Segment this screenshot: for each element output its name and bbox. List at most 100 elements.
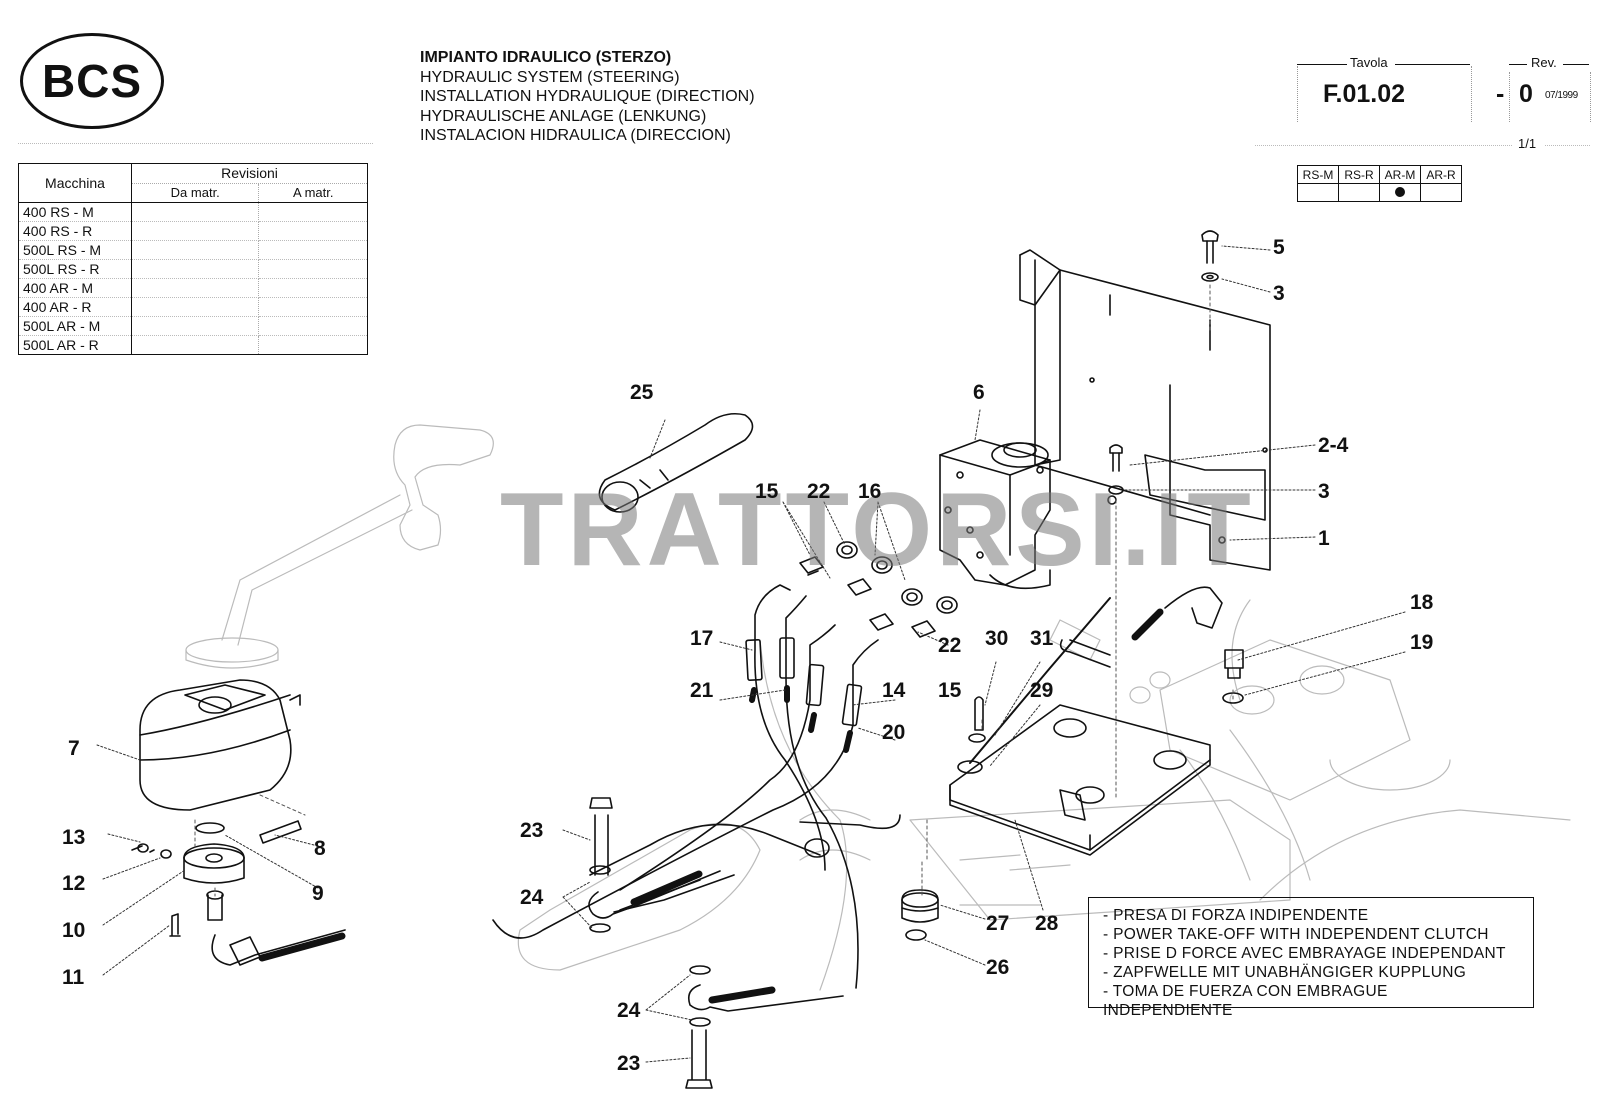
note-line-fr: - PRISE D FORCE AVEC EMBRAYAGE INDEPENDA… bbox=[1103, 945, 1506, 962]
title-de: HYDRAULISCHE ANLAGE (LENKUNG) bbox=[420, 107, 707, 125]
cell bbox=[131, 316, 260, 336]
page-number: 1/1 bbox=[1518, 136, 1537, 151]
cell bbox=[131, 335, 260, 355]
cell bbox=[258, 278, 368, 298]
steering-unit-6 bbox=[939, 439, 1051, 590]
fittings bbox=[799, 541, 958, 638]
selected-dot-icon bbox=[1395, 186, 1405, 197]
machine-row: 400 AR - M bbox=[18, 278, 132, 298]
callout-6: 6 bbox=[973, 381, 985, 404]
cell bbox=[131, 278, 260, 298]
variant-rs-m: RS-M bbox=[1297, 165, 1339, 184]
callout-20: 20 bbox=[882, 721, 906, 744]
callout-19: 19 bbox=[1410, 631, 1434, 654]
callout-3-top: 3 bbox=[1273, 282, 1285, 305]
hose-armour bbox=[749, 685, 853, 753]
tavola-rule-right bbox=[1395, 64, 1470, 65]
bcs-logo: BCS bbox=[20, 33, 164, 129]
machine-row: 400 AR - R bbox=[18, 297, 132, 317]
bolt-5 bbox=[1201, 230, 1219, 282]
cell bbox=[258, 316, 368, 336]
variant-ar-m: AR-M bbox=[1379, 165, 1421, 184]
title-es: INSTALACION HIDRAULICA (DIRECCION) bbox=[420, 127, 731, 144]
callout-26: 26 bbox=[986, 956, 1010, 979]
callout-25: 25 bbox=[630, 381, 654, 404]
page-rule-left bbox=[1255, 145, 1512, 146]
page-rule-right bbox=[1545, 145, 1590, 146]
callout-3-mid: 3 bbox=[1318, 480, 1330, 503]
cylinder bbox=[588, 797, 844, 1089]
machine-row: 400 RS - M bbox=[18, 202, 132, 222]
cell bbox=[258, 221, 368, 241]
note-line-it: - PRESA DI FORZA INDIPENDENTE bbox=[1103, 907, 1369, 924]
callout-16: 16 bbox=[858, 480, 882, 503]
rev-rule-right bbox=[1563, 64, 1589, 65]
tavola-box bbox=[1297, 66, 1472, 122]
callout-22-top: 22 bbox=[807, 480, 831, 503]
variant-ar-r: AR-R bbox=[1420, 165, 1462, 184]
callout-31: 31 bbox=[1030, 627, 1054, 650]
callout-30: 30 bbox=[985, 627, 1009, 650]
title-fr: INSTALLATION HYDRAULIQUE (DIRECTION) bbox=[420, 88, 755, 105]
tavola-value: F.01.02 bbox=[1323, 80, 1406, 108]
machine-row: 400 RS - R bbox=[18, 221, 132, 241]
pto-note-box: - PRESA DI FORZA INDIPENDENTE - POWER TA… bbox=[1088, 897, 1534, 1019]
machine-row: 500L AR - M bbox=[18, 316, 132, 336]
cell bbox=[258, 297, 368, 317]
callout-27: 27 bbox=[986, 912, 1010, 935]
rev-value: 0 bbox=[1519, 80, 1533, 108]
callout-10: 10 bbox=[62, 919, 86, 942]
logo-text: BCS bbox=[41, 55, 143, 107]
col-from: Da matr. bbox=[131, 183, 260, 203]
machine-row: 500L AR - R bbox=[18, 335, 132, 355]
header-divider-left bbox=[18, 143, 373, 144]
callout-2-4: 2-4 bbox=[1318, 434, 1349, 457]
col-machine: Macchina bbox=[18, 163, 132, 203]
callout-12: 12 bbox=[62, 872, 86, 895]
cell bbox=[131, 202, 260, 222]
machine-row: 500L RS - M bbox=[18, 240, 132, 260]
callout-13: 13 bbox=[62, 826, 86, 849]
note-line-en: - POWER TAKE-OFF WITH INDEPENDENT CLUTCH bbox=[1103, 926, 1489, 943]
note-line-de: - ZAPFWELLE MIT UNABHÄNGIGER KUPPLUNG bbox=[1103, 964, 1467, 981]
plate-28 bbox=[799, 586, 1244, 856]
machine-table: Macchina Revisioni Da matr. A matr. 400 … bbox=[18, 163, 368, 355]
callout-15-bottom: 15 bbox=[938, 679, 962, 702]
leader-lines bbox=[96, 245, 1406, 1063]
background-parts bbox=[185, 424, 1571, 991]
machine-row: 500L RS - R bbox=[18, 259, 132, 279]
cell bbox=[131, 240, 260, 260]
cell bbox=[258, 202, 368, 222]
filter-10 bbox=[131, 843, 346, 966]
callout-1: 1 bbox=[1318, 527, 1330, 550]
cell bbox=[131, 297, 260, 317]
callout-29: 29 bbox=[1030, 679, 1054, 702]
callout-5: 5 bbox=[1273, 236, 1285, 259]
callout-11: 11 bbox=[62, 966, 85, 989]
callout-8: 8 bbox=[314, 837, 326, 860]
title-it: IMPIANTO IDRAULICO (STERZO) bbox=[420, 49, 672, 66]
callout-15-top: 15 bbox=[755, 480, 779, 503]
callout-18: 18 bbox=[1410, 591, 1434, 614]
variant-table: RS-M RS-R AR-M AR-R bbox=[1297, 165, 1462, 202]
cell bbox=[131, 221, 260, 241]
callout-22-bottom: 22 bbox=[938, 634, 962, 657]
rev-date: 07/1999 bbox=[1545, 90, 1578, 101]
callout-7: 7 bbox=[68, 737, 80, 760]
variant-cell bbox=[1420, 183, 1462, 202]
rev-rule-left bbox=[1509, 64, 1527, 65]
title-en: HYDRAULIC SYSTEM (STEERING) bbox=[420, 68, 680, 86]
callout-14: 14 bbox=[882, 679, 906, 702]
callout-23-bottom: 23 bbox=[617, 1052, 641, 1075]
tavola-label: Tavola bbox=[1350, 55, 1388, 70]
callout-28: 28 bbox=[1035, 912, 1059, 935]
callout-21: 21 bbox=[690, 679, 714, 702]
cell bbox=[258, 259, 368, 279]
mount-27 bbox=[901, 889, 939, 941]
col-to: A matr. bbox=[258, 183, 368, 203]
note-line-es: - TOMA DE FUERZA CON EMBRAGUE INDEPENDIE… bbox=[1103, 983, 1388, 1019]
rev-label: Rev. bbox=[1531, 55, 1557, 70]
col-revisions: Revisioni bbox=[131, 163, 368, 184]
drawing-titles: IMPIANTO IDRAULICO (STERZO) HYDRAULIC SY… bbox=[420, 48, 755, 146]
